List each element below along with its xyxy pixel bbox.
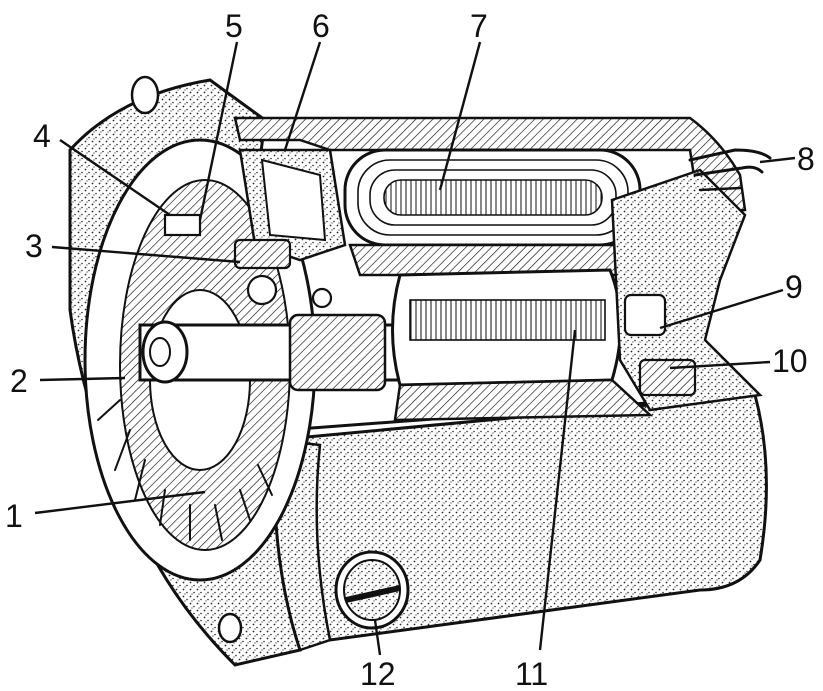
commutator-segments (97, 399, 273, 541)
drive-parts (163, 213, 333, 309)
screw (334, 550, 410, 630)
callout-1: 1 (5, 498, 23, 534)
leader-2 (39, 376, 126, 382)
callout-8: 8 (797, 141, 815, 177)
leader-3 (51, 245, 241, 264)
leader-11 (538, 329, 577, 651)
field-winding (343, 148, 642, 247)
leader-5 (198, 41, 239, 221)
leader-4 (59, 139, 171, 216)
armature (391, 268, 654, 422)
callout-10: 10 (772, 343, 808, 379)
callout-9: 9 (785, 269, 803, 305)
leader-1 (34, 490, 206, 515)
callout-6: 6 (312, 8, 330, 44)
leader-12 (373, 619, 382, 656)
rear-end (610, 168, 763, 412)
callout-7: 7 (470, 8, 488, 44)
callout-4: 4 (33, 118, 51, 154)
pole-shoe (238, 148, 347, 262)
callout-5: 5 (225, 8, 243, 44)
leader-10 (669, 360, 771, 370)
leader-9 (659, 288, 784, 330)
callout-2: 2 (10, 363, 28, 399)
mount-hole-top (130, 75, 160, 115)
callout-3: 3 (25, 228, 43, 264)
terminal (688, 148, 772, 192)
leader-lines (34, 41, 796, 656)
brush-holder (623, 293, 667, 337)
callout-12: 12 (360, 656, 396, 691)
leader-6 (283, 41, 322, 151)
brush (638, 358, 697, 397)
callout-11: 11 (515, 656, 548, 691)
mount-hole-bottom (217, 612, 243, 644)
leader-8 (759, 156, 796, 164)
callout-numbers: 1 2 3 4 5 6 7 8 9 10 11 12 (5, 8, 815, 691)
leader-7 (438, 41, 482, 191)
shaft (138, 313, 402, 392)
